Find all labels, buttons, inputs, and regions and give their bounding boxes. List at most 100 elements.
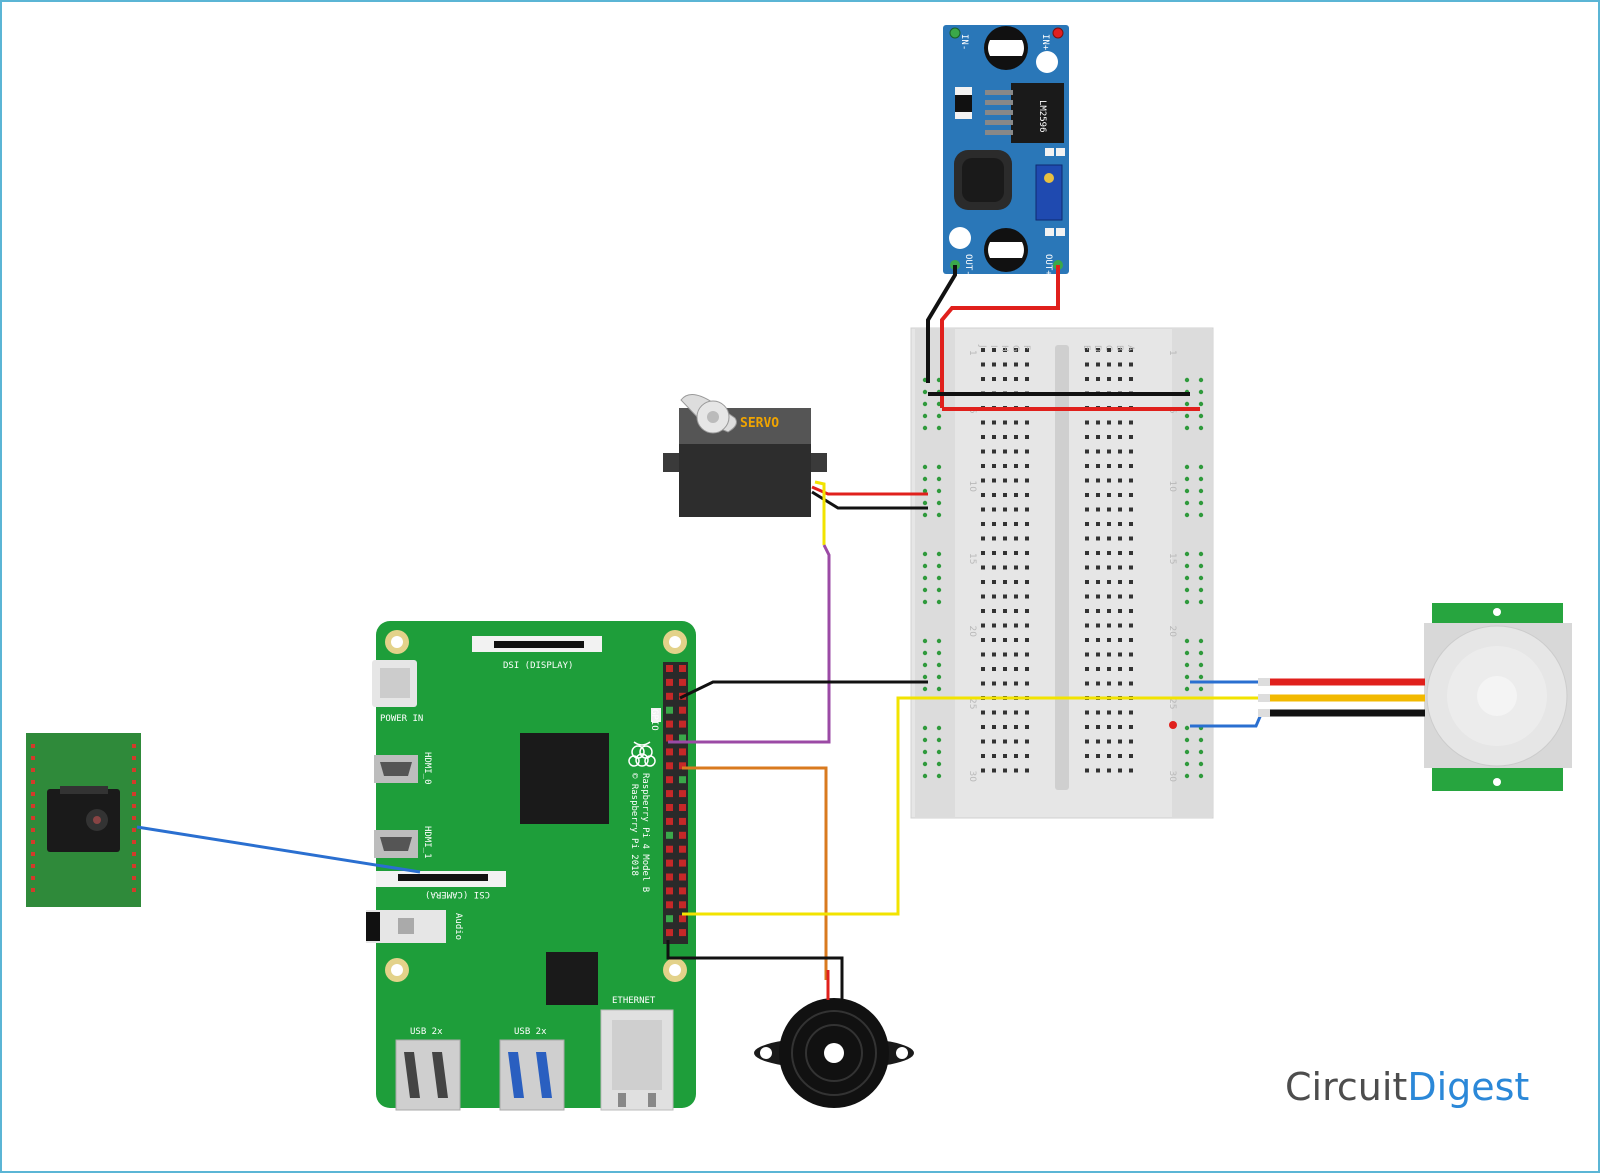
breadboard-hole [1107,623,1111,628]
mounting-hole [1036,51,1058,73]
rail-hole [1184,761,1190,767]
breadboard-hole [1003,478,1007,483]
breadboard-hole [992,507,996,512]
gpio-pin [679,915,686,923]
breadboard-hole [1085,667,1089,671]
breadboard-hole [981,348,985,352]
breadboard-hole [1085,768,1089,773]
breadboard-hole [1025,377,1029,381]
gpio-pin [666,678,673,686]
rail-hole [936,575,942,581]
breadboard-hole [1118,435,1122,439]
breadboard-hole [981,623,985,628]
camera-pad [31,888,35,892]
rail-hole [936,563,942,569]
hdmi1-label: HDMI_1 [422,826,432,859]
breadboard-hole [992,594,996,599]
breadboard-hole [1025,449,1029,454]
rail-hole [1184,674,1190,680]
logo-part-circuit: Circuit [1285,1065,1407,1109]
breadboard-hole [981,725,985,729]
row-number: 10 [1167,481,1177,493]
rail-hole [936,725,942,731]
rail-hole [936,413,942,419]
gpio-pin [666,776,673,784]
camera-pad [132,744,136,748]
breadboard-hole [1085,478,1089,483]
row-letter: D [1092,345,1102,352]
breadboard-hole [1085,362,1089,367]
breadboard-hole [1107,348,1111,352]
rail-hole [1184,500,1190,506]
out-plus-label: OUT+ [1043,254,1053,276]
rail-hole [1198,662,1204,668]
breadboard-hole [1129,580,1133,584]
breadboard-hole [1085,565,1089,570]
breadboard-hole [1025,609,1029,613]
gpio-pin [679,665,686,672]
rail-hole [1184,413,1190,419]
breadboard-hole [1025,623,1029,628]
breadboard-hole [1107,681,1111,686]
breadboard-hole [1118,667,1122,671]
rail-hole [1184,737,1190,743]
rail-hole [1184,587,1190,593]
camera-pad [31,768,35,772]
wire-purple-servo-signal [668,544,831,744]
camera-pad [132,792,136,796]
rail-hole [922,761,928,767]
breadboard-hole [1118,377,1122,381]
rail-hole [1198,401,1204,407]
breadboard-hole [1096,580,1100,584]
breadboard-hole [1107,507,1111,512]
row-number: 15 [1167,553,1177,564]
breadboard-hole [1118,551,1122,555]
breadboard-hole [1107,739,1111,744]
rail-hole [1198,512,1204,518]
breadboard-hole [1107,464,1111,468]
logo-part-digest: Digest [1407,1065,1529,1109]
row-letter: B [1114,345,1124,351]
row-letter: I [988,345,998,348]
breadboard-hole [1129,478,1133,483]
breadboard-hole [1003,522,1007,526]
gpio-pin [666,887,673,895]
row-letter: J [977,344,987,348]
rail-hole [1198,587,1204,593]
camera-pad [132,888,136,892]
breadboard-hole [981,362,985,367]
raspberry-logo [628,741,656,767]
breadboard-hole [1129,464,1133,468]
row-number: 10 [967,481,977,493]
rail-hole [1198,488,1204,494]
rail-hole [936,761,942,767]
rail-hole [936,599,942,605]
breadboard-hole [992,377,996,381]
breadboard-hole [1025,348,1029,352]
breadboard-hole [1096,464,1100,468]
rail-hole [1198,761,1204,767]
rail-hole [922,650,928,656]
gpio-pin [666,720,673,728]
rail-hole [1184,563,1190,569]
camera-pad [31,780,35,784]
camera-pad [31,876,35,880]
ram-chip [546,952,598,1005]
wire-orange-buzzer [682,766,828,980]
wire-black-pi-gnd [679,680,928,700]
audio-label: Audio [453,913,463,940]
breadboard-hole [1085,493,1089,497]
breadboard: JIHGFEDCBA115510101515202025253030 [910,327,1214,819]
breadboard-hole [1118,652,1122,657]
rail-hole [1198,737,1204,743]
rail-hole [922,638,928,644]
breadboard-hole [1129,377,1133,381]
pir-motion-sensor [1424,603,1572,791]
breadboard-hole [1003,551,1007,555]
breadboard-hole [992,536,996,541]
breadboard-hole [1118,739,1122,744]
wire-black-buzzer-gnd [666,940,844,990]
breadboard-hole [1129,609,1133,613]
breadboard-hole [1003,580,1007,584]
breadboard-hole [1003,449,1007,454]
